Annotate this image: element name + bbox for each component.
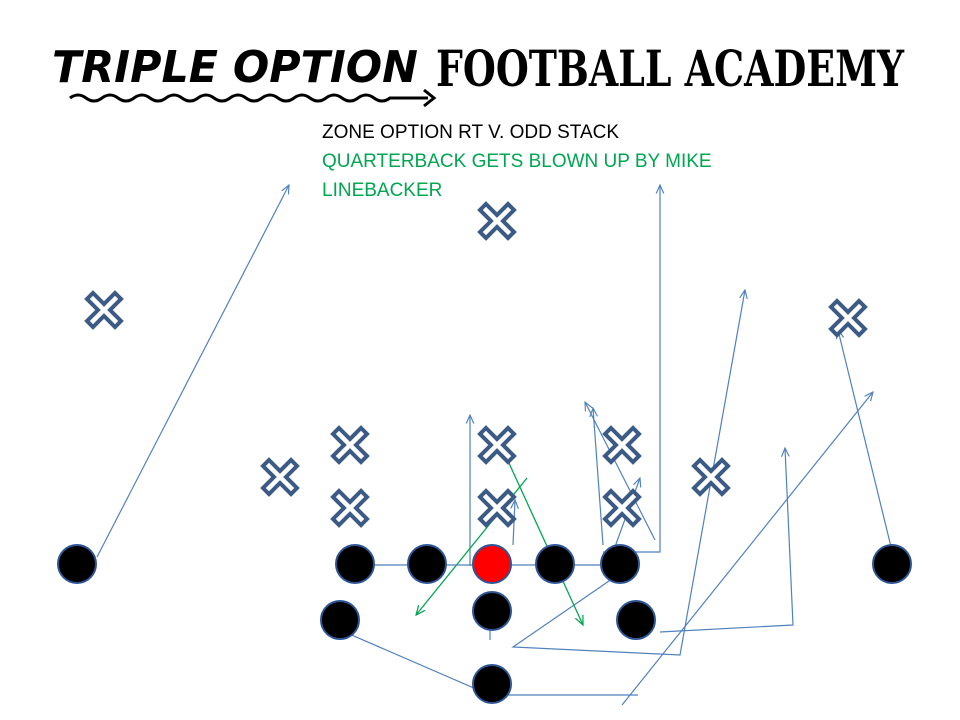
defender-mark	[478, 426, 516, 464]
route-left-wr	[96, 185, 289, 558]
left-tackle	[335, 544, 375, 584]
right-slotback	[616, 600, 656, 640]
defender-mark	[331, 426, 369, 464]
defender-mark	[829, 299, 867, 337]
fullback	[472, 664, 512, 704]
route-ab-path	[659, 448, 794, 633]
route-rt-block	[593, 408, 604, 546]
center-ball	[472, 544, 512, 584]
right-tackle	[600, 544, 640, 584]
right-guard	[535, 544, 575, 584]
defender-mark	[331, 489, 369, 527]
defense	[85, 202, 867, 527]
qb-path-right	[502, 449, 583, 625]
route-right-wr	[838, 330, 894, 556]
left-guard	[407, 544, 447, 584]
defender-mark	[261, 458, 299, 496]
defender-mark	[692, 458, 730, 496]
right-wide-receiver	[872, 544, 912, 584]
defender-mark	[603, 426, 641, 464]
offense	[57, 544, 912, 704]
route-rg-block	[513, 500, 515, 546]
left-wide-receiver	[57, 544, 97, 584]
academy-logo: TRIPLE OPTION FOOTBALL ACADEMY	[52, 39, 905, 108]
logo-block-text: FOOTBALL ACADEMY	[436, 39, 905, 98]
defender-mark	[85, 291, 123, 329]
route-te-release	[585, 402, 656, 541]
defender-mark	[478, 202, 516, 240]
left-slotback	[320, 600, 360, 640]
play-note-line2: LINEBACKER	[322, 180, 442, 201]
logo-underline-squiggle	[69, 93, 428, 103]
logo-script-text: TRIPLE OPTION	[52, 42, 418, 93]
quarterback	[472, 591, 512, 631]
logo-underline-arrowhead	[423, 88, 437, 108]
play-note-line1: QUARTERBACK GETS BLOWN UP BY MIKE	[322, 151, 712, 172]
defender-mark	[478, 489, 516, 527]
route-pitch-path	[621, 392, 873, 706]
play-title: ZONE OPTION RT V. ODD STACK	[322, 122, 619, 143]
defender-mark	[603, 489, 641, 527]
